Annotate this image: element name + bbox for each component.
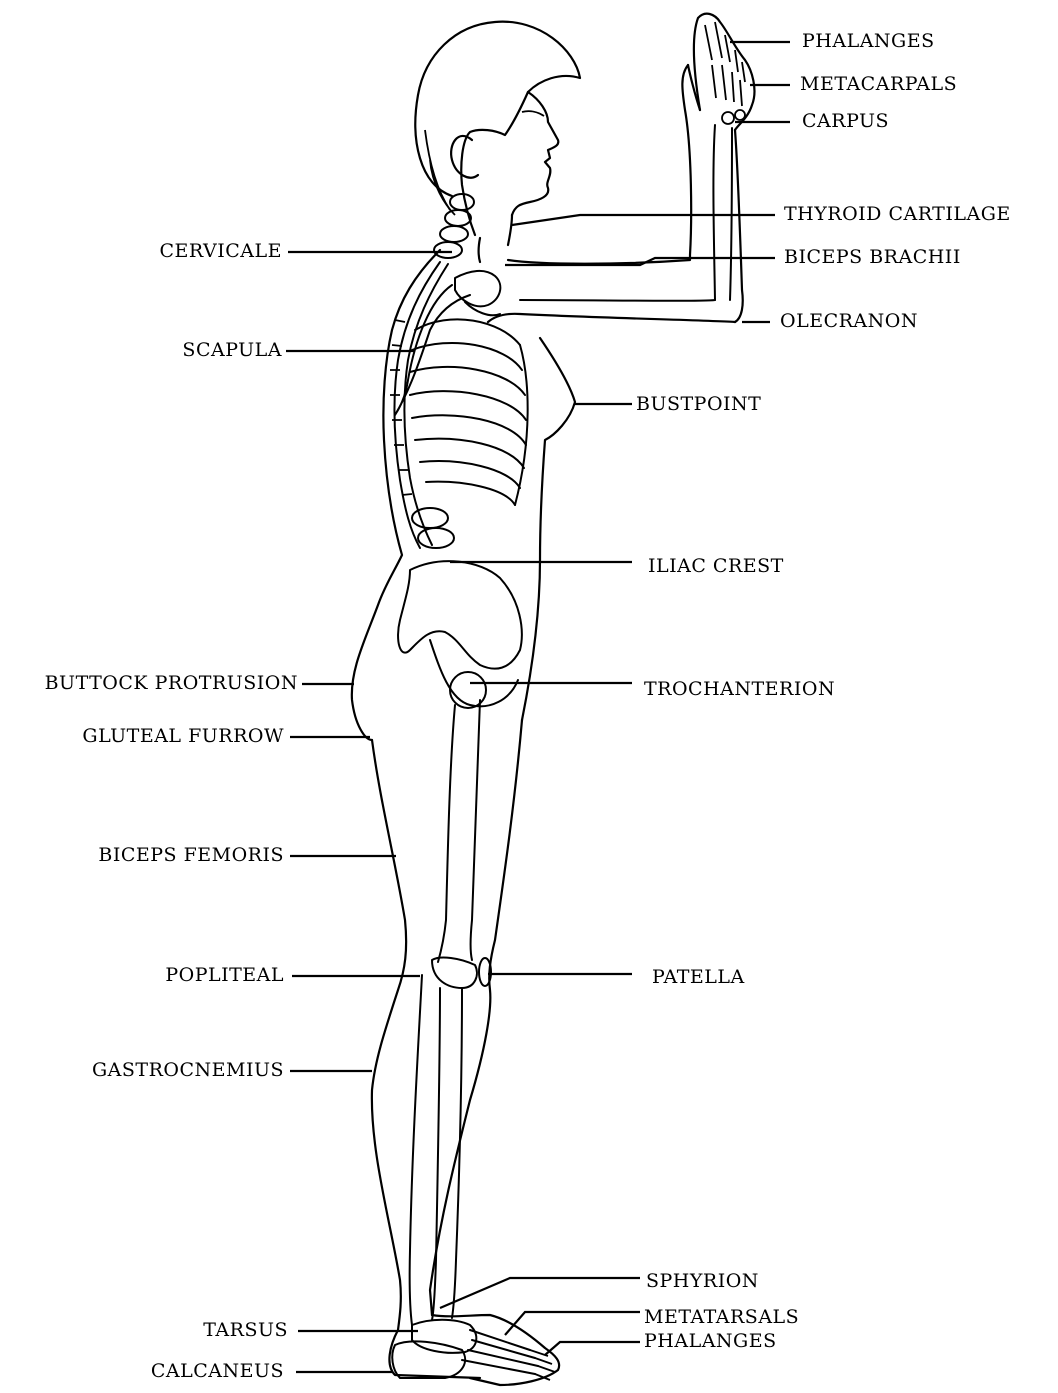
leader-phalanges-foot (545, 1342, 640, 1355)
label-olecranon: OLECRANON (780, 310, 918, 332)
label-scapula: SCAPULA (182, 339, 282, 361)
label-biceps-brachii: BICEPS BRACHII (784, 246, 961, 268)
leader-biceps-brachii (505, 258, 775, 265)
label-metacarpals: METACARPALS (800, 73, 957, 95)
label-phalanges-hand: PHALANGES (802, 30, 935, 52)
label-sphyrion: SPHYRION (646, 1270, 759, 1292)
label-metatarsals: METATARSALS (644, 1306, 799, 1328)
label-gluteal-furrow: GLUTEAL FURROW (82, 725, 284, 747)
label-thyroid-cartilage: THYROID CARTILAGE (784, 203, 1011, 225)
label-cervicale: CERVICALE (159, 240, 282, 262)
label-tarsus: TARSUS (203, 1319, 288, 1341)
label-gastrocnemius: GASTROCNEMIUS (92, 1059, 284, 1081)
skeleton (390, 194, 555, 1380)
label-calcaneus: CALCANEUS (151, 1360, 284, 1382)
label-biceps-femoris: BICEPS FEMORIS (98, 844, 284, 866)
label-popliteal: POPLITEAL (165, 964, 284, 986)
labels-right: PHALANGES METACARPALS CARPUS THYROID CAR… (636, 30, 1011, 1352)
labels-left: CERVICALE SCAPULA BUTTOCK PROTRUSION GLU… (45, 240, 298, 1382)
label-bustpoint: BUSTPOINT (636, 393, 761, 415)
leader-thyroid-cartilage (512, 215, 775, 225)
label-buttock-protrusion: BUTTOCK PROTRUSION (45, 672, 298, 694)
leader-sphyrion (440, 1278, 640, 1308)
label-trochanterion: TROCHANTERION (644, 678, 835, 700)
label-iliac-crest: ILIAC CREST (648, 555, 784, 577)
label-phalanges-foot: PHALANGES (644, 1330, 777, 1352)
label-patella: PATELLA (652, 966, 745, 988)
label-carpus: CARPUS (802, 110, 889, 132)
